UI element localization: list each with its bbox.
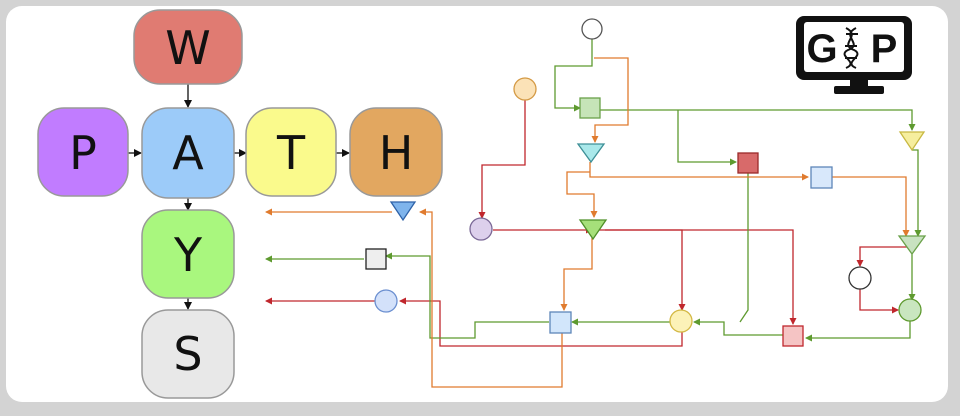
edge-orange-5: [560, 238, 593, 311]
monitor-neck: [850, 80, 868, 87]
letter-t: T: [276, 126, 306, 180]
edge-red-1: [478, 89, 526, 219]
pathway-diagram: W P A T H Y S: [37, 9, 927, 399]
dna-helix-icon: [843, 27, 859, 69]
letter-s: S: [173, 327, 202, 381]
letter-h: H: [379, 126, 414, 180]
node-square-pink: [782, 325, 804, 347]
edge-green-8: [739, 172, 749, 323]
node-triangle-blue: [389, 201, 417, 222]
node-square-blue: [810, 166, 833, 189]
edge-orange-3: [830, 176, 910, 237]
node-circle-lavender: [469, 217, 493, 241]
letter-box-w: W: [133, 9, 243, 85]
edge-orange-1: [591, 57, 629, 143]
node-circle-blue: [374, 289, 398, 313]
node-circle-peach: [513, 77, 537, 101]
edge-green-3: [677, 110, 737, 166]
edge-green-10: [385, 252, 549, 339]
node-circle-start: [581, 18, 603, 40]
canvas-card: W P A T H Y S: [6, 6, 948, 402]
letter-w: W: [165, 21, 210, 75]
letter-box-s: S: [141, 309, 235, 399]
letter-y: Y: [173, 228, 203, 282]
node-triangle-yellow: [898, 131, 926, 152]
node-square-green: [579, 97, 601, 119]
edge-green-2: [600, 109, 916, 131]
node-circle-white: [848, 266, 872, 290]
logo-letter-g: G: [806, 27, 837, 71]
edge-orange-6: [419, 208, 563, 388]
edge-green-6: [805, 320, 911, 342]
edge-orange-2: [589, 162, 809, 181]
monitor-stand: [834, 86, 884, 94]
edge-red-3: [592, 229, 686, 311]
node-circle-yellow: [669, 309, 693, 333]
logo-letter-p: P: [871, 27, 898, 71]
edge-red-5: [399, 297, 683, 347]
letter-p: P: [69, 126, 97, 180]
letter-a: A: [172, 126, 204, 180]
edge-orange-4: [566, 171, 598, 218]
letter-box-t: T: [245, 107, 337, 197]
gep-logo: G P: [796, 16, 912, 94]
letter-connectors: [128, 84, 350, 310]
node-triangle-green: [578, 219, 608, 241]
edge-green-1: [554, 39, 593, 112]
edge-green-4: [912, 149, 922, 237]
edge-red-7: [856, 246, 910, 267]
letter-box-p: P: [37, 107, 129, 197]
letter-box-h: H: [349, 107, 443, 197]
pathway-edges: [265, 39, 922, 388]
node-triangle-cyan: [576, 143, 606, 164]
edge-green-7: [693, 318, 783, 336]
letter-box-a: A: [141, 107, 235, 199]
node-triangle-lightgreen: [897, 235, 927, 256]
pathway-nodes: [365, 18, 927, 347]
edge-red-4: [605, 229, 797, 325]
node-circle-green: [898, 298, 922, 322]
edge-red-8: [859, 289, 899, 314]
node-square-red: [737, 152, 759, 174]
letter-box-y: Y: [141, 209, 235, 299]
node-square-gray: [365, 248, 387, 270]
node-square-lightblue: [549, 311, 572, 334]
